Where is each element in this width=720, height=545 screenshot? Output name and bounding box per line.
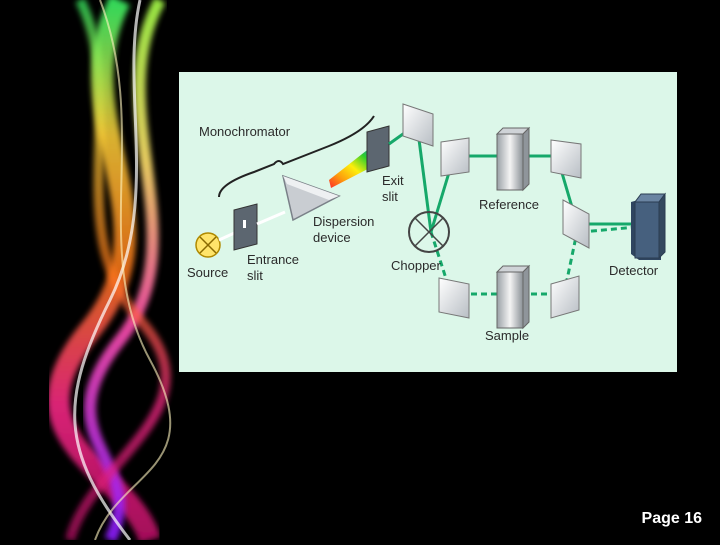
- source-cross-icon: [199, 236, 217, 254]
- chopper-blades: [414, 217, 444, 247]
- entrance-slit-opening: [243, 220, 246, 228]
- white-beam: [256, 210, 286, 226]
- monochromator-label: Monochromator: [199, 124, 291, 139]
- chopper-wheel: [408, 211, 450, 253]
- diagram-canvas: Monochromator Source Entrance slit Dispe…: [187, 103, 666, 343]
- exit-slit-label-line1: Exit: [382, 173, 404, 188]
- reference-cuvette: [496, 133, 524, 191]
- dispersion-label-line1: Dispersion: [313, 214, 374, 229]
- mirror-3: [550, 139, 582, 179]
- mirror-2: [440, 137, 470, 177]
- sample-cuvette: [496, 271, 524, 329]
- chopper-label: Chopper: [391, 258, 442, 273]
- mirror-1: [402, 103, 434, 147]
- page-number: Page 16: [641, 510, 702, 527]
- prism-highlight: [283, 176, 339, 200]
- monochromator-bracket: [218, 115, 375, 198]
- entrance-slit-label-line2: slit: [247, 268, 263, 283]
- source-label: Source: [187, 265, 228, 280]
- exit-slit-label-line2: slit: [382, 189, 398, 204]
- sample-label: Sample: [485, 328, 529, 343]
- detector: [634, 201, 660, 259]
- reference-label: Reference: [479, 197, 539, 212]
- entrance-slit-label-line1: Entrance: [247, 252, 299, 267]
- dispersion-label-line2: device: [313, 230, 351, 245]
- mirror-5: [550, 275, 580, 319]
- mirror-4: [438, 277, 470, 319]
- exit-slit: [366, 125, 390, 173]
- detector-label: Detector: [609, 263, 659, 278]
- beam-combiner-mirror: [562, 199, 590, 249]
- spectrophotometer-diagram: Monochromator Source Entrance slit Dispe…: [179, 72, 677, 372]
